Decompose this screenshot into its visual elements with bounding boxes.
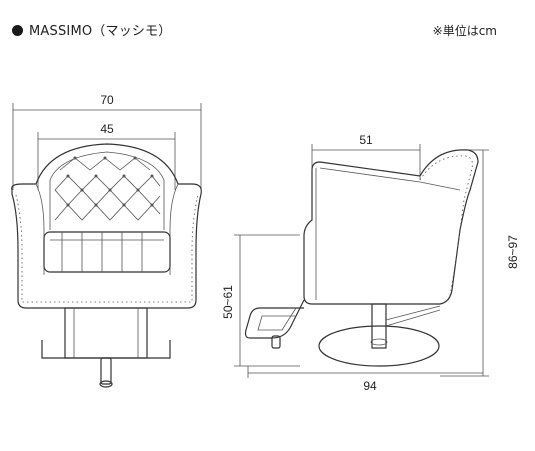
front-column bbox=[64, 307, 148, 359]
side-view: 51 86~97 50~61 94 bbox=[221, 133, 520, 393]
side-pedal bbox=[271, 335, 281, 349]
label-side-total-height: 86~97 bbox=[506, 235, 520, 269]
unit-note: ※単位はcm bbox=[432, 24, 497, 38]
bullet-icon bbox=[12, 25, 23, 36]
label-side-total-depth: 94 bbox=[363, 379, 377, 393]
front-seat-cushion bbox=[43, 231, 171, 273]
title-text: MASSIMO（マッシモ） bbox=[29, 24, 172, 39]
page-title: MASSIMO（マッシモ） bbox=[12, 20, 172, 39]
dim-side-seat-depth: 51 bbox=[311, 133, 421, 180]
front-chair-body bbox=[11, 143, 202, 309]
label-side-seat-depth: 51 bbox=[359, 133, 373, 147]
dim-side-total-depth: 94 bbox=[247, 366, 483, 393]
front-view: 70 45 bbox=[11, 93, 202, 388]
front-pedal bbox=[100, 357, 112, 385]
dim-front-total-width: 70 bbox=[12, 93, 202, 190]
label-front-seat-width: 45 bbox=[100, 122, 114, 136]
side-chair-body bbox=[303, 149, 479, 305]
front-tufting bbox=[54, 156, 161, 221]
front-base-plate bbox=[41, 340, 171, 359]
label-side-seat-height: 50~61 bbox=[221, 285, 235, 319]
side-footrest bbox=[244, 299, 305, 339]
label-front-total-width: 70 bbox=[100, 93, 114, 107]
dim-side-total-height: 86~97 bbox=[440, 149, 520, 377]
side-base-plate bbox=[318, 325, 440, 367]
dim-side-seat-height: 50~61 bbox=[221, 234, 300, 367]
